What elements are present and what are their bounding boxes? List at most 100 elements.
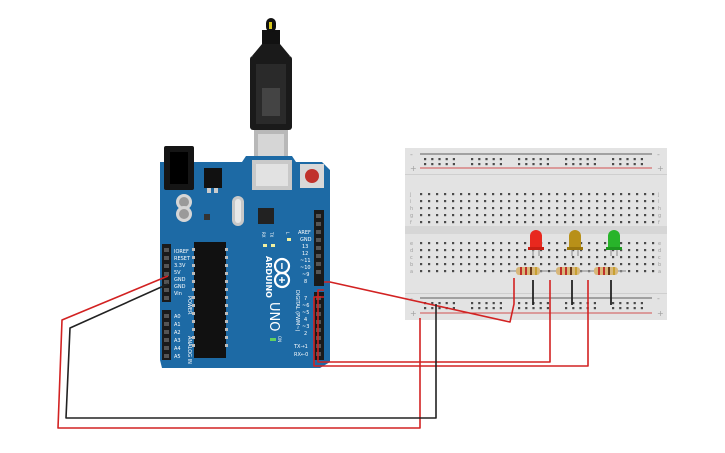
breadboard-hole[interactable] bbox=[492, 263, 495, 266]
breadboard-hole[interactable] bbox=[492, 242, 495, 245]
breadboard-hole[interactable] bbox=[636, 193, 639, 196]
breadboard-hole[interactable] bbox=[556, 221, 559, 224]
breadboard-hole[interactable] bbox=[620, 193, 623, 196]
breadboard-hole[interactable] bbox=[593, 302, 596, 305]
breadboard-hole[interactable] bbox=[604, 207, 607, 210]
breadboard-hole[interactable] bbox=[626, 163, 629, 166]
breadboard-hole[interactable] bbox=[579, 302, 582, 305]
usb-cable[interactable] bbox=[250, 18, 292, 160]
breadboard-hole[interactable] bbox=[444, 263, 447, 266]
breadboard-hole[interactable] bbox=[564, 256, 567, 259]
breadboard-hole[interactable] bbox=[500, 263, 503, 266]
breadboard-hole[interactable] bbox=[444, 200, 447, 203]
breadboard-hole[interactable] bbox=[438, 307, 441, 310]
breadboard-hole[interactable] bbox=[468, 193, 471, 196]
breadboard-hole[interactable] bbox=[604, 221, 607, 224]
breadboard-hole[interactable] bbox=[438, 302, 441, 305]
breadboard-hole[interactable] bbox=[546, 163, 549, 166]
breadboard-hole[interactable] bbox=[620, 200, 623, 203]
breadboard-hole[interactable] bbox=[428, 221, 431, 224]
breadboard-hole[interactable] bbox=[476, 200, 479, 203]
breadboard-hole[interactable] bbox=[460, 193, 463, 196]
breadboard-hole[interactable] bbox=[524, 242, 527, 245]
breadboard-hole[interactable] bbox=[619, 302, 622, 305]
breadboard-hole[interactable] bbox=[636, 263, 639, 266]
breadboard-hole[interactable] bbox=[546, 307, 549, 310]
breadboard-hole[interactable] bbox=[516, 263, 519, 266]
breadboard-hole[interactable] bbox=[500, 193, 503, 196]
breadboard-hole[interactable] bbox=[596, 221, 599, 224]
breadboard-hole[interactable] bbox=[431, 163, 434, 166]
breadboard-hole[interactable] bbox=[468, 263, 471, 266]
breadboard-hole[interactable] bbox=[580, 256, 583, 259]
breadboard-hole[interactable] bbox=[612, 221, 615, 224]
breadboard-hole[interactable] bbox=[460, 242, 463, 245]
resistor[interactable] bbox=[510, 267, 548, 275]
breadboard-hole[interactable] bbox=[532, 207, 535, 210]
breadboard-hole[interactable] bbox=[516, 221, 519, 224]
breadboard-hole[interactable] bbox=[525, 307, 528, 310]
breadboard-hole[interactable] bbox=[532, 256, 535, 259]
breadboard-hole[interactable] bbox=[476, 249, 479, 252]
breadboard-hole[interactable] bbox=[652, 263, 655, 266]
breadboard-hole[interactable] bbox=[484, 270, 487, 273]
breadboard-hole[interactable] bbox=[593, 307, 596, 310]
breadboard-hole[interactable] bbox=[485, 302, 488, 305]
breadboard-hole[interactable] bbox=[484, 221, 487, 224]
breadboard-hole[interactable] bbox=[619, 307, 622, 310]
digital-header-bottom[interactable] bbox=[314, 292, 324, 360]
breadboard-hole[interactable] bbox=[420, 242, 423, 245]
breadboard-hole[interactable] bbox=[525, 302, 528, 305]
breadboard-hole[interactable] bbox=[604, 214, 607, 217]
breadboard-hole[interactable] bbox=[460, 214, 463, 217]
breadboard-hole[interactable] bbox=[652, 256, 655, 259]
breadboard-hole[interactable] bbox=[428, 256, 431, 259]
breadboard-hole[interactable] bbox=[636, 214, 639, 217]
breadboard-hole[interactable] bbox=[476, 193, 479, 196]
breadboard-hole[interactable] bbox=[484, 249, 487, 252]
yellow-led[interactable] bbox=[567, 230, 583, 256]
breadboard-hole[interactable] bbox=[516, 256, 519, 259]
breadboard-hole[interactable] bbox=[628, 270, 631, 273]
breadboard-hole[interactable] bbox=[579, 307, 582, 310]
breadboard-hole[interactable] bbox=[492, 158, 495, 161]
breadboard-hole[interactable] bbox=[444, 242, 447, 245]
breadboard-hole[interactable] bbox=[588, 214, 591, 217]
breadboard-hole[interactable] bbox=[468, 256, 471, 259]
breadboard-hole[interactable] bbox=[556, 207, 559, 210]
breadboard-hole[interactable] bbox=[644, 214, 647, 217]
breadboard-hole[interactable] bbox=[572, 256, 575, 259]
breadboard-hole[interactable] bbox=[452, 163, 455, 166]
breadboard-hole[interactable] bbox=[636, 221, 639, 224]
breadboard-hole[interactable] bbox=[652, 214, 655, 217]
breadboard-hole[interactable] bbox=[452, 158, 455, 161]
wire-5v[interactable] bbox=[57, 275, 421, 429]
breadboard-hole[interactable] bbox=[492, 221, 495, 224]
wire-gnd[interactable] bbox=[65, 283, 437, 419]
breadboard-hole[interactable] bbox=[580, 263, 583, 266]
breadboard-hole[interactable] bbox=[436, 249, 439, 252]
breadboard-hole[interactable] bbox=[596, 256, 599, 259]
breadboard-hole[interactable] bbox=[626, 307, 629, 310]
wire-pin-10[interactable] bbox=[317, 280, 551, 363]
breadboard-hole[interactable] bbox=[532, 307, 535, 310]
breadboard-hole[interactable] bbox=[540, 214, 543, 217]
wire-pin-9[interactable] bbox=[324, 278, 515, 323]
breadboard-hole[interactable] bbox=[431, 307, 434, 310]
breadboard-hole[interactable] bbox=[640, 302, 643, 305]
breadboard-hole[interactable] bbox=[540, 221, 543, 224]
breadboard-hole[interactable] bbox=[640, 163, 643, 166]
breadboard-hole[interactable] bbox=[644, 193, 647, 196]
breadboard-hole[interactable] bbox=[460, 256, 463, 259]
breadboard-hole[interactable] bbox=[428, 249, 431, 252]
breadboard-hole[interactable] bbox=[476, 263, 479, 266]
breadboard-hole[interactable] bbox=[524, 207, 527, 210]
breadboard-hole[interactable] bbox=[516, 214, 519, 217]
breadboard-hole[interactable] bbox=[492, 307, 495, 310]
breadboard-hole[interactable] bbox=[572, 158, 575, 161]
breadboard-hole[interactable] bbox=[572, 249, 575, 252]
breadboard-hole[interactable] bbox=[444, 207, 447, 210]
breadboard-hole[interactable] bbox=[612, 302, 615, 305]
breadboard-hole[interactable] bbox=[452, 270, 455, 273]
analog-header[interactable] bbox=[162, 310, 171, 360]
